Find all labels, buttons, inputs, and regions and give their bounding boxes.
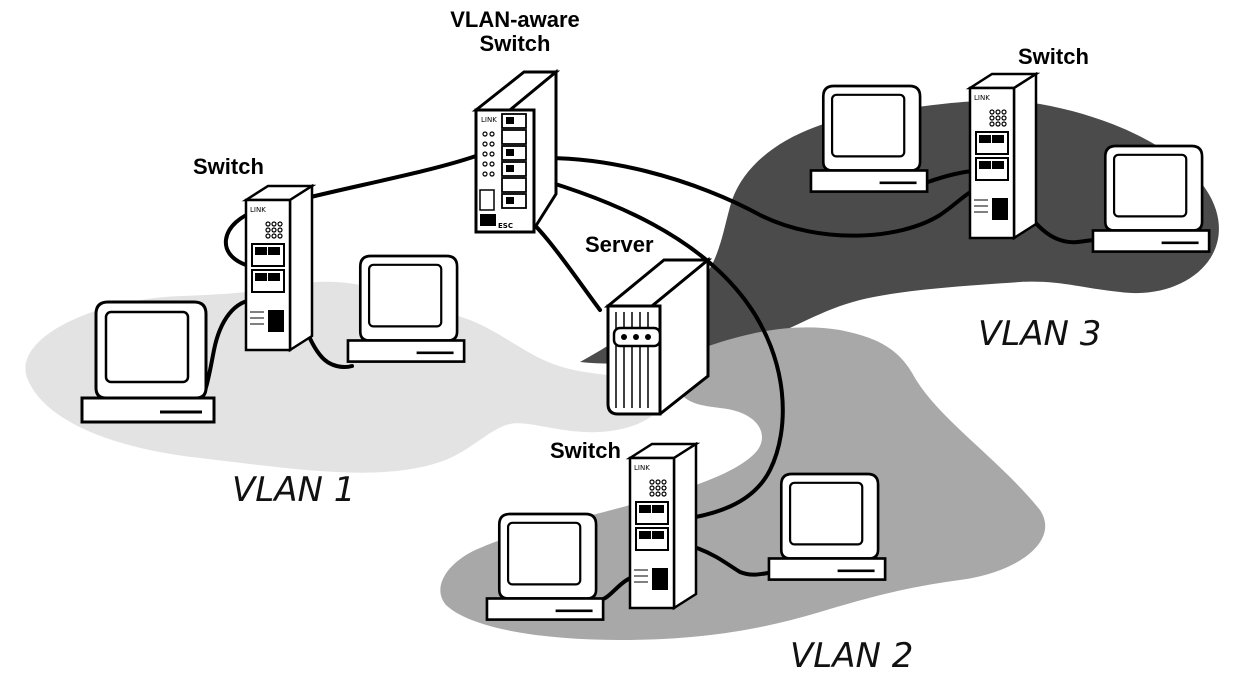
server-icon — [603, 256, 713, 416]
svg-text:LINK: LINK — [481, 116, 497, 124]
switch-right-label: Switch — [1018, 44, 1089, 69]
vlan1-label: VLAN 1 — [232, 470, 356, 510]
computer-vlan3-right-icon — [1091, 144, 1211, 253]
switch-left-label: Switch — [193, 154, 264, 179]
switch-bottom-icon — [628, 442, 698, 610]
server-label: Server — [585, 232, 654, 257]
vlan2-label: VLAN 2 — [790, 636, 914, 676]
core-switch-label-line2: Switch — [479, 31, 551, 56]
core-switch-label-line1: VLAN-aware — [450, 7, 580, 32]
computer-vlan2-right-icon — [767, 472, 887, 581]
computer-vlan1-left-icon — [80, 300, 216, 424]
switch-left-icon — [244, 184, 314, 352]
vlan-aware-switch-icon: LINK ESC — [471, 68, 561, 234]
core-switch-label: VLAN-aware Switch — [440, 8, 590, 56]
switch-bottom-label: Switch — [550, 438, 621, 463]
computer-vlan2-left-icon — [485, 512, 605, 621]
computer-vlan1-right-icon — [346, 254, 466, 363]
svg-text:ESC: ESC — [498, 222, 513, 230]
computer-vlan3-top-icon — [809, 84, 929, 193]
switch-right-icon — [968, 72, 1038, 240]
vlan3-label: VLAN 3 — [978, 314, 1102, 354]
